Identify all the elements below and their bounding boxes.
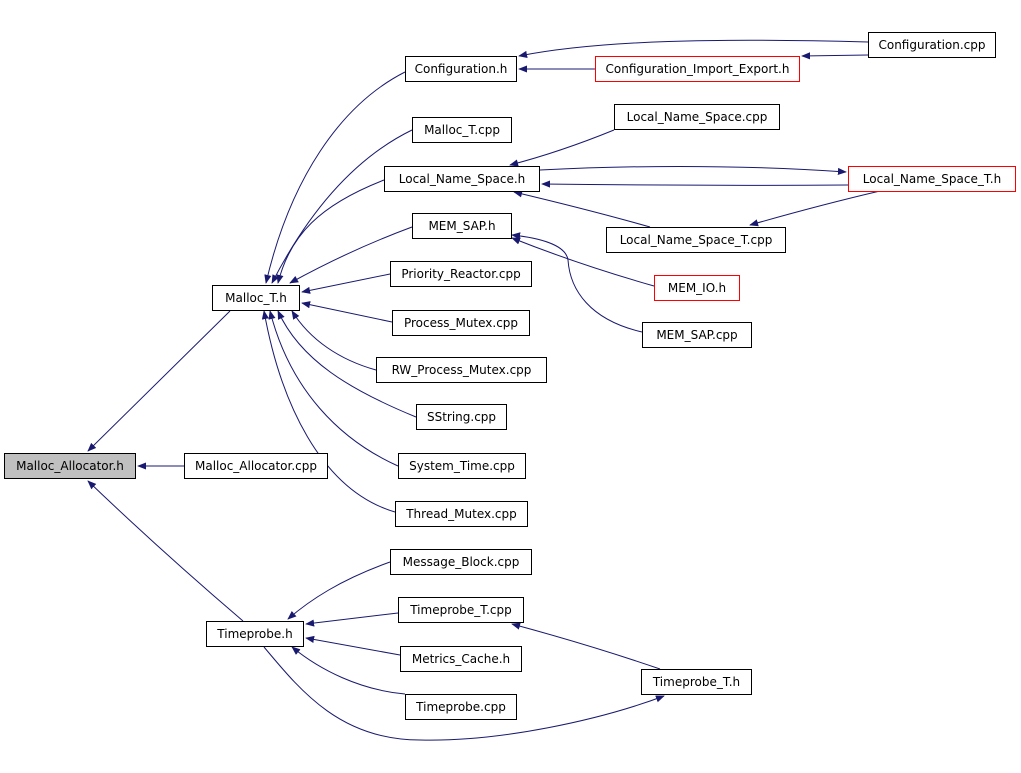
node-malloc-allocator-cpp[interactable]: Malloc_Allocator.cpp: [184, 453, 328, 479]
node-timeprobe-t-cpp[interactable]: Timeprobe_T.cpp: [398, 597, 524, 623]
node-configuration-cpp[interactable]: Configuration.cpp: [868, 32, 996, 58]
edge-timeprobe_h-to-malloc_allocator_h: [87, 480, 244, 622]
node-configuration-h[interactable]: Configuration.h: [405, 56, 517, 82]
node-timeprobe-h[interactable]: Timeprobe.h: [206, 621, 304, 647]
node-mem-io-h[interactable]: MEM_IO.h: [654, 275, 740, 301]
node-malloc-allocator-h[interactable]: Malloc_Allocator.h: [4, 453, 136, 479]
node-timeprobe-t-h[interactable]: Timeprobe_T.h: [641, 669, 752, 695]
edge-local_name_space_t_cpp-to-local_name_space_h: [513, 190, 651, 228]
node-system-time-cpp[interactable]: System_Time.cpp: [398, 453, 526, 479]
node-thread-mutex-cpp[interactable]: Thread_Mutex.cpp: [395, 501, 528, 527]
edge-timeprobe_cpp-to-timeprobe_h: [291, 646, 406, 695]
node-configuration-import-export-h[interactable]: Configuration_Import_Export.h: [595, 56, 800, 82]
edge-local_name_space_t_h-to-local_name_space_h: [541, 180, 849, 188]
edge-sstring_cpp-to-malloc_t_h: [277, 310, 417, 418]
edge-process_mutex_cpp-to-malloc_t_h: [301, 301, 393, 323]
edge-timeprobe_t_h-to-timeprobe_t_cpp: [511, 622, 661, 670]
edge-local_name_space_cpp-to-local_name_space_h: [509, 129, 615, 167]
node-mem-sap-cpp[interactable]: MEM_SAP.cpp: [642, 322, 752, 348]
edge-system_time_cpp-to-malloc_t_h: [268, 310, 399, 467]
node-malloc-t-cpp[interactable]: Malloc_T.cpp: [412, 117, 512, 143]
edge-local_name_space_h-to-local_name_space_t_h: [539, 165, 847, 176]
edge-message_block_cpp-to-timeprobe_h: [287, 561, 391, 620]
edge-mem_sap_cpp-to-mem_sap_h: [511, 232, 643, 333]
edge-rw_process_mutex_cpp-to-malloc_t_h: [291, 310, 377, 371]
node-metrics-cache-h[interactable]: Metrics_Cache.h: [400, 646, 522, 672]
node-message-block-cpp[interactable]: Message_Block.cpp: [390, 549, 532, 575]
edge-priority_reactor_cpp-to-malloc_t_h: [301, 273, 391, 294]
node-priority-reactor-cpp[interactable]: Priority_Reactor.cpp: [390, 261, 532, 287]
edge-thread_mutex_cpp-to-malloc_t_h: [261, 310, 396, 513]
node-malloc-t-h[interactable]: Malloc_T.h: [212, 285, 300, 311]
node-local-name-space-h[interactable]: Local_Name_Space.h: [384, 166, 540, 192]
node-local-name-space-cpp[interactable]: Local_Name_Space.cpp: [614, 104, 780, 130]
edge-malloc_t_cpp-to-malloc_t_h: [271, 129, 413, 284]
edge-configuration_cpp-to-configuration_import_export_h: [801, 52, 869, 60]
edge-mem_sap_h-to-malloc_t_h: [289, 226, 413, 284]
node-process-mutex-cpp[interactable]: Process_Mutex.cpp: [392, 310, 530, 336]
node-mem-sap-h[interactable]: MEM_SAP.h: [412, 213, 512, 239]
edge-local_name_space_h-to-malloc_t_h: [276, 179, 385, 284]
node-timeprobe-cpp[interactable]: Timeprobe.cpp: [405, 694, 517, 720]
node-sstring-cpp[interactable]: SString.cpp: [416, 404, 507, 430]
node-local-name-space-t-h[interactable]: Local_Name_Space_T.h: [848, 166, 1016, 192]
edge-mem_io_h-to-mem_sap_h: [511, 237, 655, 287]
node-local-name-space-t-cpp[interactable]: Local_Name_Space_T.cpp: [606, 227, 786, 253]
node-rw-process-mutex-cpp[interactable]: RW_Process_Mutex.cpp: [376, 357, 547, 383]
edge-malloc_t_h-to-malloc_allocator_h: [87, 310, 231, 452]
edge-configuration_h-to-malloc_t_h: [264, 71, 406, 284]
edge-timeprobe_h-to-timeprobe_t_h: [263, 646, 665, 741]
edge-timeprobe_t_cpp-to-timeprobe_h: [305, 612, 399, 627]
edge-configuration_cpp-to-configuration_h: [518, 39, 869, 58]
edge-metrics_cache_h-to-timeprobe_h: [305, 635, 401, 656]
edge-local_name_space_t_h-to-local_name_space_t_cpp: [749, 190, 881, 227]
